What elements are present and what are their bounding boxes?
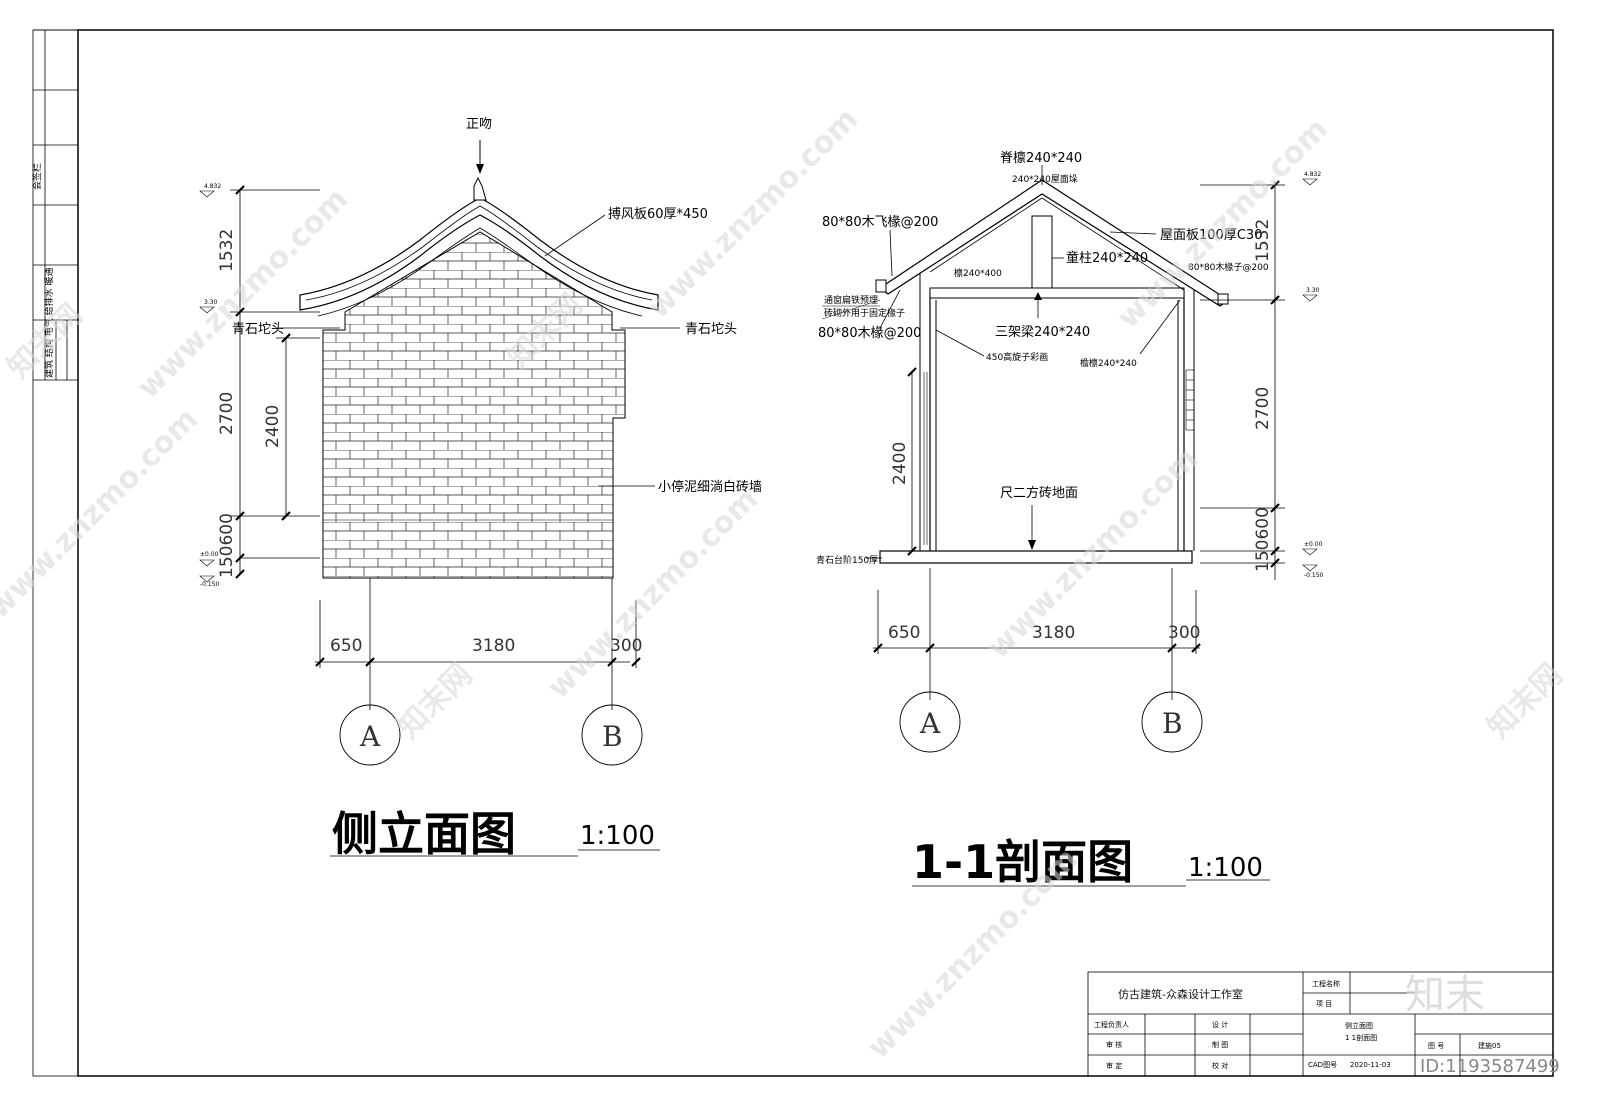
label-floor: 尺二方砖地面 [1000, 485, 1078, 501]
sec-dim-h650: 650 [888, 623, 920, 643]
label-ridge: 正吻 [466, 117, 492, 132]
section-scale: 1:100 [1188, 853, 1263, 883]
dim-v2700: 2700 [217, 392, 237, 435]
ridge-ornament [473, 176, 487, 201]
level-zero: ±0.00 [200, 551, 219, 558]
three-span-beam [929, 287, 1185, 299]
label-post: 童柱240*240 [1066, 250, 1148, 266]
dim-h300: 300 [610, 636, 642, 656]
tb-approve-label: 审 定 [1106, 1061, 1122, 1070]
king-post [1031, 215, 1053, 289]
tb-review-label: 审 核 [1106, 1040, 1122, 1049]
sec-dim-v2700: 2700 [1253, 387, 1273, 430]
label-stone-right: 青石坨头 [685, 321, 737, 337]
side-elevation-title: 侧立面图 [332, 807, 516, 861]
roof-barge-board [299, 197, 659, 311]
label-ridge-purlin: 脊檩240*240 [1000, 151, 1082, 166]
label-painted: 450高旋子彩画 [986, 351, 1048, 363]
tb-drawing-names-2: 1 1剖面图 [1345, 1033, 1377, 1042]
tb-check-label: 校 对 [1212, 1061, 1228, 1070]
side-elevation-scale: 1:100 [580, 821, 655, 851]
level-eave: 3.30 [204, 299, 218, 306]
side-elevation: 正吻 搏风板60厚*450 青石坨头 青石坨头 小停泥细淌白砖墙 1532 [199, 117, 762, 861]
label-roof-board: 屋面板100厚C30 [1160, 228, 1262, 243]
dim-v1532: 1532 [217, 229, 237, 272]
tb-cad-no: 2020-11-03 [1350, 1061, 1391, 1069]
label-stone-left: 青石坨头 [232, 321, 284, 337]
brick-wall [322, 231, 626, 579]
tb-drawing-no-label: 图 号 [1428, 1042, 1444, 1050]
label-flying-rafter: 80*80木飞椽@200 [822, 215, 938, 230]
level-top: 4.832 [204, 183, 221, 190]
tb-project-name-label: 工程名称 [1312, 979, 1340, 988]
label-roof-purlin: 240*240屋面垛 [1012, 174, 1078, 185]
sec-dim-v1532: 1532 [1253, 219, 1273, 262]
dim-h3180: 3180 [472, 636, 515, 656]
watermark-logo: 知末 [1405, 972, 1485, 1018]
label-note2: 砖砌外用于固定椽子 [824, 307, 905, 319]
tb-leader-label: 工程负责人 [1094, 1020, 1129, 1029]
watermark-id: ID:1193587499 [1420, 1056, 1560, 1077]
label-rafter-right: 80*80木椽子@200 [1188, 261, 1269, 273]
floor-slab [879, 550, 1193, 564]
tb-design-label: 设 计 [1212, 1020, 1228, 1029]
left-signature-strip [33, 29, 78, 381]
left-strip-text-1: 会签栏 [31, 163, 43, 190]
label-barge-board: 搏风板60厚*450 [608, 206, 708, 222]
axis-a-bubble [339, 704, 401, 766]
tb-drawing-names-1: 侧立面图 [1345, 1021, 1373, 1030]
window-right [1185, 369, 1195, 431]
tb-item-label: 项 目 [1316, 1000, 1332, 1008]
axis-b-bubble [581, 704, 643, 766]
tb-draw-label: 制 图 [1212, 1040, 1228, 1049]
level-base: -0.150 [200, 581, 220, 588]
axis-b-label: B [602, 720, 623, 753]
label-rafter-left: 80*80木椽@200 [818, 326, 921, 341]
label-beam: 三架梁240*240 [995, 325, 1090, 340]
label-eave-purlin: 檐檩240*240 [1080, 357, 1137, 369]
axis-a-label: A [359, 720, 381, 753]
left-strip-text-2: 建筑 结构 电气 给排水 暖通 [43, 268, 55, 378]
sec-axis-a-label: A [919, 707, 941, 740]
sec-dim-v150600: 150600 [1253, 507, 1273, 572]
tb-cad-label: CAD图号 [1308, 1061, 1337, 1069]
dim-v150600: 150600 [217, 513, 237, 578]
sec-axis-a-bubble [899, 691, 961, 753]
title-block-firm: 仿古建筑-众森设计工作室 [1118, 987, 1243, 1001]
tb-drawing-no: 建施05 [1478, 1041, 1501, 1050]
sec-level-zero: ±0.00 [1304, 541, 1323, 548]
label-wall: 小停泥细淌白砖墙 [658, 479, 762, 495]
sec-dim-h3180: 3180 [1032, 623, 1075, 643]
title-block [1087, 971, 1554, 1077]
sec-axis-b-bubble [1141, 691, 1203, 753]
label-step: 青石台阶150厚 [816, 554, 878, 566]
dim-h650: 650 [330, 636, 362, 656]
sec-dim-h300: 300 [1168, 623, 1200, 643]
label-purlin: 檩240*400 [954, 267, 1002, 279]
dim-v2400: 2400 [263, 405, 283, 448]
label-note1: 通窗扁铁预埋 [824, 294, 878, 306]
sec-dim-v2400: 2400 [890, 442, 910, 485]
sec-level-eave: 3.30 [1306, 287, 1320, 294]
section-drawing: 脊檩240*240 240*240屋面垛 80*80木飞椽@200 屋面板100… [816, 151, 1324, 889]
section-title: 1-1剖面图 [912, 835, 1133, 889]
outer-frame [32, 29, 1554, 1077]
sec-level-base: -0.150 [1304, 572, 1324, 579]
sec-axis-b-label: B [1162, 707, 1183, 740]
sec-level-top: 4.832 [1304, 171, 1321, 178]
